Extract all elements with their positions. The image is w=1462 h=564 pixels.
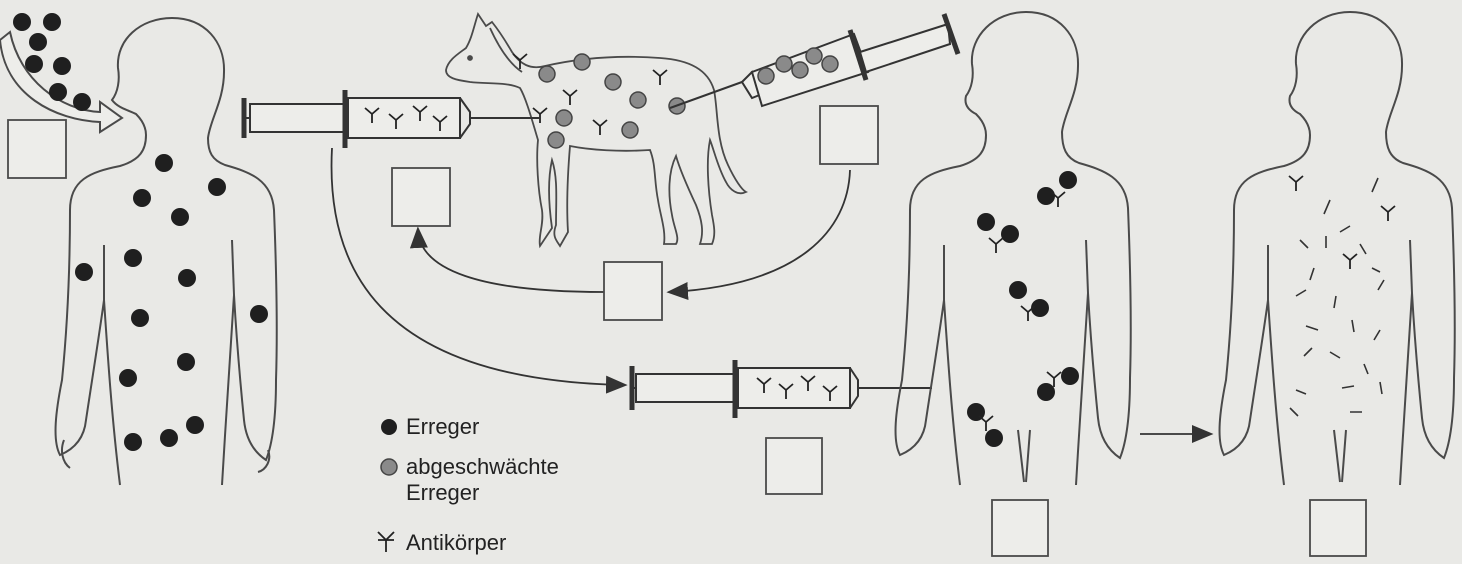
weakened-dot xyxy=(792,62,808,78)
horse-outline xyxy=(446,14,746,246)
pathogen-dot xyxy=(171,208,189,226)
pathogen-dot xyxy=(985,429,1003,447)
weakened-dot xyxy=(630,92,646,108)
pathogen-dot xyxy=(1037,187,1055,205)
weakened-dot xyxy=(539,66,555,82)
weakened-dot xyxy=(548,132,564,148)
answer-box[interactable] xyxy=(1310,500,1366,556)
weakened-dot xyxy=(776,56,792,72)
pathogen-dot xyxy=(178,269,196,287)
weakened-dot xyxy=(574,54,590,70)
arrow-to-box-b xyxy=(670,170,850,292)
answer-box[interactable] xyxy=(766,438,822,494)
weakened-dot xyxy=(605,74,621,90)
pathogen-dot xyxy=(186,416,204,434)
person-4-outline xyxy=(1220,12,1455,485)
legend-pathogen-symbol xyxy=(381,419,397,435)
pathogen-dot xyxy=(177,353,195,371)
person-3-outline xyxy=(896,12,1131,485)
incoming-pathogens xyxy=(0,13,122,132)
pathogen-dot xyxy=(13,13,31,31)
person-3-treated xyxy=(896,12,1131,485)
answer-box[interactable] xyxy=(992,500,1048,556)
pathogen-dot xyxy=(133,189,151,207)
pathogen-dot xyxy=(155,154,173,172)
person-4-recovered xyxy=(1220,12,1455,485)
pathogen-dot xyxy=(124,249,142,267)
pathogen-dot xyxy=(250,305,268,323)
person-1-infected xyxy=(56,18,277,485)
answer-box[interactable] xyxy=(392,168,450,226)
weakened-dot xyxy=(806,48,822,64)
legend-symbols xyxy=(378,419,397,552)
pathogen-dot xyxy=(160,429,178,447)
pathogen-dot xyxy=(75,263,93,281)
pathogen-dot xyxy=(1059,171,1077,189)
pathogen-dot xyxy=(131,309,149,327)
legend-antibody-symbol xyxy=(378,532,394,552)
pathogen-dot xyxy=(208,178,226,196)
pathogen-dot xyxy=(124,433,142,451)
pathogen-dot xyxy=(73,93,91,111)
pathogen-dot xyxy=(53,57,71,75)
answer-boxes xyxy=(8,106,1366,556)
pathogen-dot xyxy=(49,83,67,101)
pathogen-dot xyxy=(119,369,137,387)
answer-box[interactable] xyxy=(8,120,66,178)
pathogen-dot xyxy=(29,33,47,51)
answer-box[interactable] xyxy=(820,106,878,164)
weakened-dot xyxy=(622,122,638,138)
answer-box[interactable] xyxy=(604,262,662,320)
pathogen-dot xyxy=(1037,383,1055,401)
person-4-fragments xyxy=(1289,176,1395,416)
horse xyxy=(446,14,746,246)
pathogen-dot xyxy=(977,213,995,231)
weakened-dot xyxy=(822,56,838,72)
pathogen-dot xyxy=(1009,281,1027,299)
legend-weakened-label: abgeschwächte Erreger xyxy=(406,454,559,506)
pathogen-dot xyxy=(25,55,43,73)
arrow-to-box-c xyxy=(418,230,604,292)
pathogen-dot xyxy=(43,13,61,31)
legend-weakened-symbol xyxy=(381,459,397,475)
legend-pathogen-label: Erreger xyxy=(406,414,479,440)
horse-weakened-pathogens xyxy=(539,54,685,148)
syringe-serum-extraction xyxy=(244,90,540,148)
person-1-outline xyxy=(56,18,277,485)
pathogen-dot xyxy=(1001,225,1019,243)
arrow-to-syringe-3 xyxy=(331,148,624,385)
entry-arrow xyxy=(0,32,122,132)
person-3-neutralized-pathogens xyxy=(967,171,1079,447)
pathogen-dot xyxy=(1061,367,1079,385)
weakened-dot xyxy=(758,68,774,84)
weakened-dot xyxy=(556,110,572,126)
legend-antibody-label: Antikörper xyxy=(406,530,506,556)
syringe-serum-injection xyxy=(632,360,932,418)
